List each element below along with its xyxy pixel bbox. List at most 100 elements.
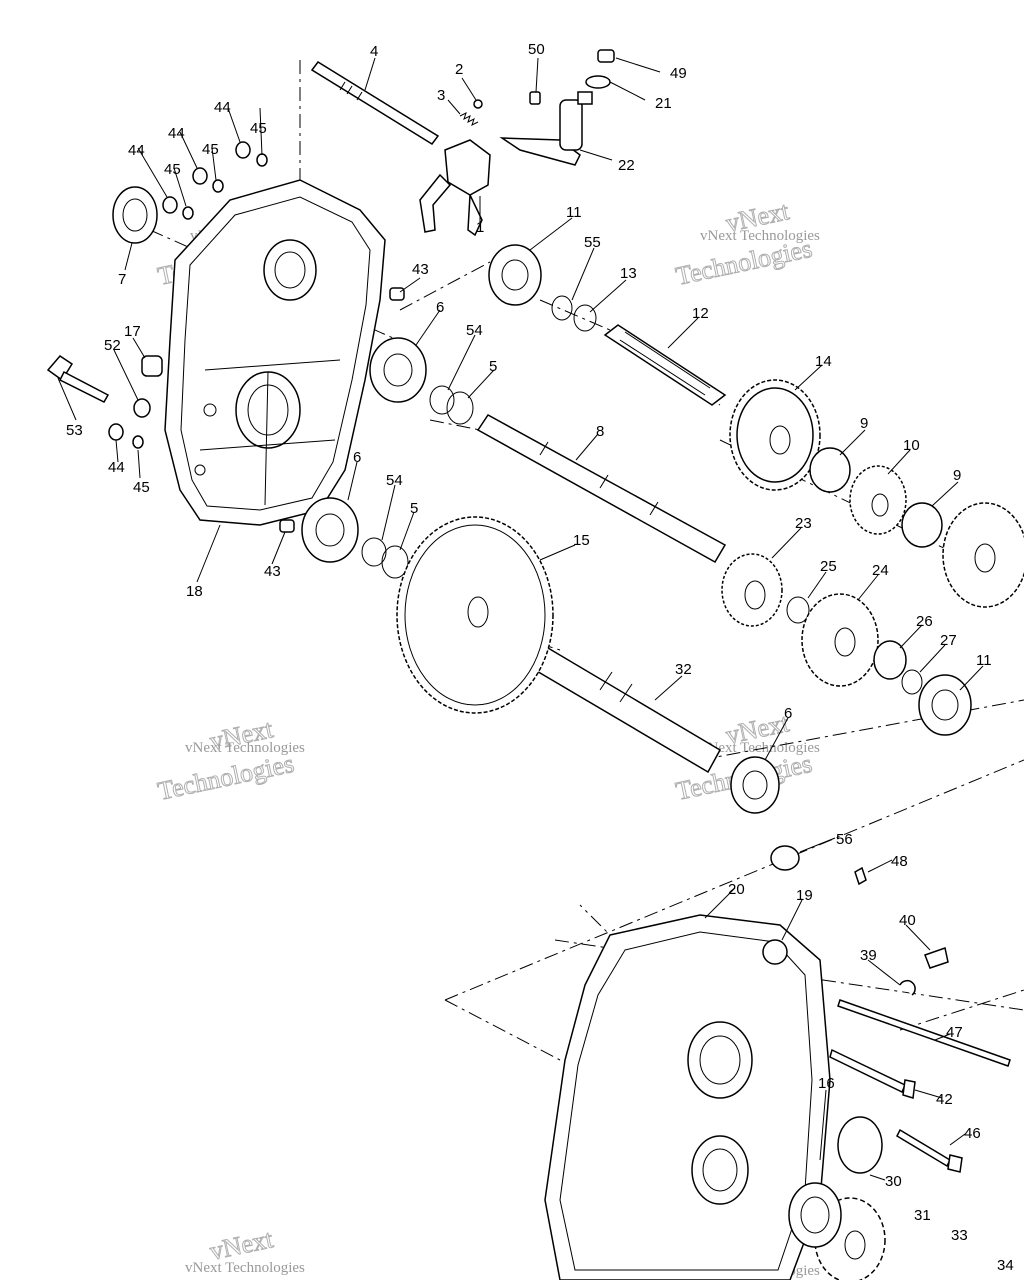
label-44-c: 44	[128, 142, 145, 159]
watermark-combined: vNext Technologies	[185, 1260, 305, 1276]
label-7: 7	[118, 271, 126, 288]
label-11-right: 11	[976, 652, 992, 669]
bearing-upper	[369, 337, 427, 403]
gear-24	[801, 593, 879, 687]
shift-shaft	[310, 61, 440, 145]
bearing-top	[488, 244, 542, 306]
label-27: 27	[940, 632, 957, 649]
label-23: 23	[795, 515, 812, 532]
label-5-lower: 5	[410, 500, 418, 517]
oil-seal	[112, 186, 158, 244]
label-33: 33	[951, 1227, 968, 1244]
bearing-output	[730, 756, 780, 814]
watermark-line2: Technologies	[155, 749, 296, 806]
label-32: 32	[675, 661, 692, 678]
label-2: 2	[455, 61, 463, 78]
label-45-b: 45	[202, 141, 219, 158]
bolt	[46, 355, 110, 403]
watermark-mid-left: vNext vNext Technologies Technologies	[155, 714, 305, 807]
label-47: 47	[946, 1024, 963, 1041]
label-50: 50	[528, 41, 545, 58]
dowel-pins	[279, 287, 405, 533]
bushings	[809, 447, 943, 680]
label-31: 31	[914, 1207, 931, 1224]
bearing-lower	[301, 497, 359, 563]
label-10: 10	[903, 437, 920, 454]
label-1: 1	[476, 219, 484, 236]
detent-ball-spring	[459, 99, 483, 126]
label-6-lower: 6	[353, 449, 361, 466]
label-48: 48	[891, 853, 908, 870]
watermark-bottom-left: vNext vNext Technologies	[185, 1224, 305, 1276]
gear-14	[729, 379, 821, 491]
watermark-combined: vNext Technologies	[700, 228, 820, 244]
input-shaft	[603, 324, 727, 406]
watermark-combined: vNext Technologies	[700, 740, 820, 756]
label-44-d: 44	[108, 459, 125, 476]
label-45-c: 45	[164, 161, 181, 178]
part-labels: 4 2 3 50 49 21 22 1 11 55 13 12 14 9 10 …	[66, 41, 1014, 1274]
label-43-upper: 43	[412, 261, 429, 278]
right-side-fasteners	[770, 845, 1011, 1173]
watermark-top-right: vNext vNext Technologies Technologies	[673, 196, 820, 292]
label-26: 26	[916, 613, 933, 630]
label-16: 16	[818, 1075, 835, 1092]
label-19: 19	[796, 887, 813, 904]
label-53: 53	[66, 422, 83, 439]
label-8: 8	[596, 423, 604, 440]
label-17: 17	[124, 323, 141, 340]
label-46: 46	[964, 1125, 981, 1142]
label-45-a: 45	[250, 120, 267, 137]
right-case-half	[544, 914, 883, 1280]
label-25: 25	[820, 558, 837, 575]
label-9-left: 9	[860, 415, 868, 432]
shift-fork	[419, 139, 491, 237]
label-30: 30	[885, 1173, 902, 1190]
watermark-combined: vNext Technologies	[185, 740, 305, 756]
label-4: 4	[370, 43, 378, 60]
label-12: 12	[692, 305, 709, 322]
label-3: 3	[437, 87, 445, 104]
label-6-output: 6	[784, 705, 792, 722]
label-14: 14	[815, 353, 832, 370]
label-15: 15	[573, 532, 590, 549]
label-43-lower: 43	[264, 563, 281, 580]
label-13: 13	[620, 265, 637, 282]
label-11-top: 11	[566, 204, 582, 221]
gear-23	[721, 553, 783, 627]
gear-15	[396, 516, 554, 714]
label-39: 39	[860, 947, 877, 964]
label-22: 22	[618, 157, 635, 174]
label-18: 18	[186, 583, 203, 600]
left-case-half	[164, 179, 386, 526]
label-49: 49	[670, 65, 687, 82]
label-34: 34	[997, 1257, 1014, 1274]
shift-arm	[499, 49, 615, 166]
label-45-d: 45	[133, 479, 150, 496]
bearing-right	[918, 674, 972, 736]
gears	[396, 379, 1024, 1280]
label-52: 52	[104, 337, 121, 354]
label-24: 24	[872, 562, 889, 579]
label-55: 55	[584, 234, 601, 251]
label-54-lower: 54	[386, 472, 403, 489]
gear-right-edge	[942, 502, 1024, 608]
leader-lines	[57, 57, 984, 1181]
label-40: 40	[899, 912, 916, 929]
label-44-b: 44	[168, 125, 185, 142]
label-20: 20	[728, 881, 745, 898]
label-44-a: 44	[214, 99, 231, 116]
label-56: 56	[836, 831, 853, 848]
label-5-upper: 5	[489, 358, 497, 375]
washers-and-clips	[361, 295, 923, 695]
label-21: 21	[655, 95, 672, 112]
gear-10	[849, 465, 907, 535]
main-shaft	[476, 414, 727, 564]
label-6-upper: 6	[436, 299, 444, 316]
bearings	[301, 244, 972, 814]
output-shaft	[533, 646, 722, 774]
label-9-right: 9	[953, 467, 961, 484]
label-54-upper: 54	[466, 322, 483, 339]
label-42: 42	[936, 1091, 953, 1108]
